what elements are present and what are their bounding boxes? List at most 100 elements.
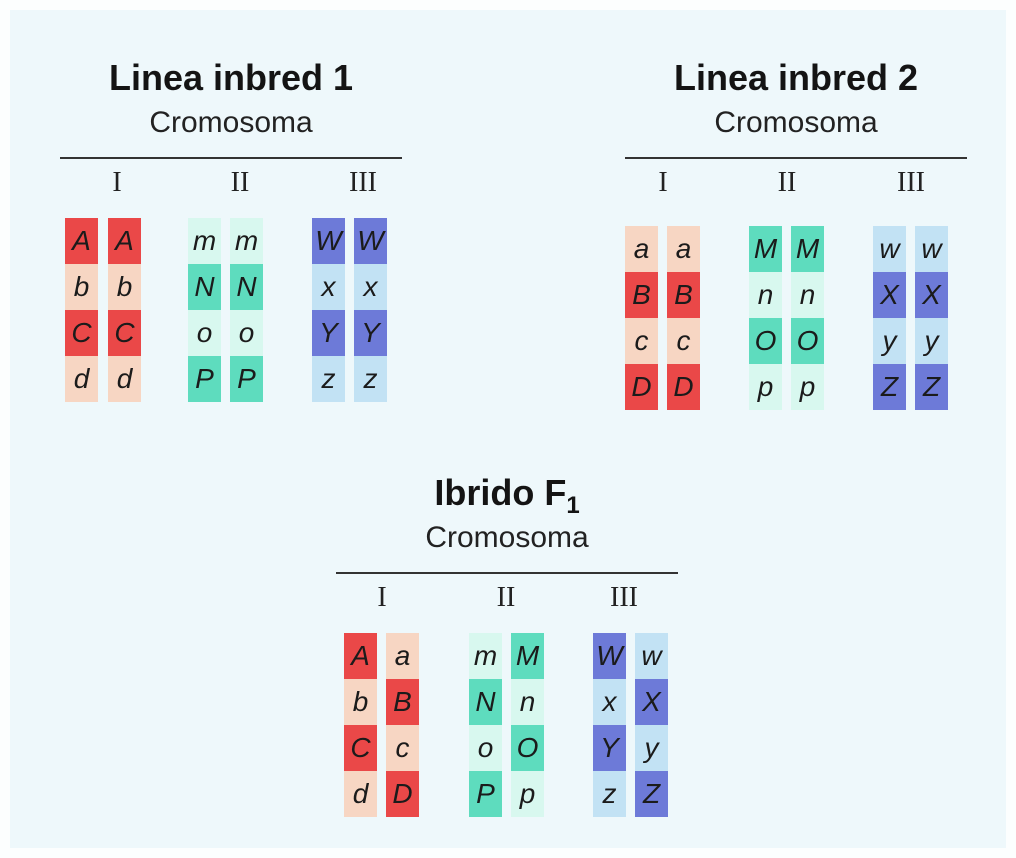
allele-band: o [188,310,221,356]
panel-title: Linea inbred 1 [108,57,354,98]
chromosome-numeral-i: I [112,167,122,198]
chromosome-numeral-i: I [377,582,387,613]
allele-band: d [344,771,377,817]
allele-band: N [469,679,502,725]
allele-band: P [230,356,263,402]
chromosome-numeral-i: I [658,167,668,198]
allele-band: d [65,356,98,402]
allele-band: x [312,264,345,310]
allele-band: a [386,633,419,679]
allele-band: A [65,218,98,264]
allele-band: m [230,218,263,264]
allele-band: a [667,226,700,272]
allele-band: n [791,272,824,318]
allele-band: y [873,318,906,364]
allele-band: A [108,218,141,264]
divider-line [336,572,678,574]
allele-band: O [749,318,782,364]
allele-band: Z [915,364,948,410]
allele-band: c [625,318,658,364]
chromosome-numeral-ii: II [230,167,250,198]
allele-band: b [108,264,141,310]
allele-band: b [65,264,98,310]
allele-band: z [312,356,345,402]
allele-band: X [635,679,668,725]
allele-band: p [749,364,782,410]
allele-band: c [386,725,419,771]
divider-line [60,157,402,159]
chromosome-numeral-iii: III [610,582,638,613]
allele-band: C [344,725,377,771]
divider-line [625,157,967,159]
allele-band: m [469,633,502,679]
allele-band: A [344,633,377,679]
allele-band: y [635,725,668,771]
allele-band: W [312,218,345,264]
allele-band: d [108,356,141,402]
allele-band: W [593,633,626,679]
allele-band: W [354,218,387,264]
allele-band: P [188,356,221,402]
allele-band: Z [635,771,668,817]
allele-band: z [593,771,626,817]
allele-band: M [511,633,544,679]
panel-title: Linea inbred 2 [673,57,919,98]
allele-band: x [354,264,387,310]
panel-subtitle: Cromosoma [714,106,878,139]
allele-band: n [511,679,544,725]
chromosome-numeral-iii: III [897,167,925,198]
allele-band: o [469,725,502,771]
allele-band: O [511,725,544,771]
allele-band: M [791,226,824,272]
chromosome-numeral-ii: II [777,167,797,198]
allele-band: w [873,226,906,272]
panel-subtitle: Cromosoma [425,521,589,554]
allele-band: c [667,318,700,364]
allele-band: b [344,679,377,725]
chromosome-numeral-iii: III [349,167,377,198]
allele-band: y [915,318,948,364]
allele-band: o [230,310,263,356]
allele-band: B [625,272,658,318]
allele-band: x [593,679,626,725]
allele-band: a [625,226,658,272]
allele-band: z [354,356,387,402]
allele-band: X [873,272,906,318]
allele-band: Y [354,310,387,356]
allele-band: N [230,264,263,310]
allele-band: w [915,226,948,272]
allele-band: D [625,364,658,410]
allele-band: B [667,272,700,318]
chromosome-numeral-ii: II [496,582,516,613]
panel-title: Ibrido F1 [434,472,580,520]
allele-band: P [469,771,502,817]
allele-band: D [386,771,419,817]
allele-band: Y [312,310,345,356]
allele-band: O [791,318,824,364]
allele-band: m [188,218,221,264]
allele-band: M [749,226,782,272]
allele-band: C [65,310,98,356]
allele-band: B [386,679,419,725]
allele-band: w [635,633,668,679]
allele-band: D [667,364,700,410]
